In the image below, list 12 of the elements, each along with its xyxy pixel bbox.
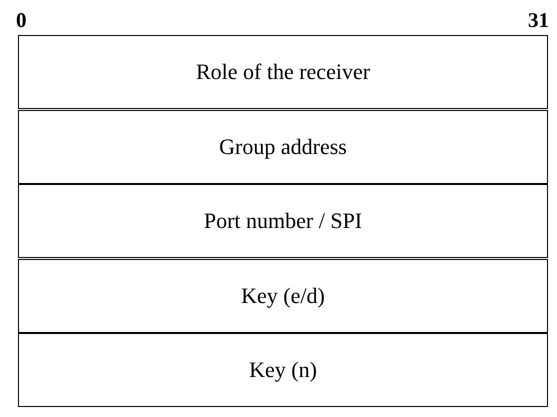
header-field-box <box>18 258 548 332</box>
field-name: Key (e/d) <box>241 282 325 308</box>
field-name: Port number / SPI <box>204 208 362 234</box>
bit-index-label: 31 <box>528 8 549 33</box>
field-name: Key (n) <box>249 357 317 383</box>
field-name: Role of the receiver <box>196 59 370 85</box>
header-field-box <box>18 35 548 109</box>
field-name: Group address <box>219 134 347 160</box>
header-field-box <box>18 333 548 407</box>
header-field-box <box>18 184 548 258</box>
header-field-box <box>18 110 548 184</box>
bit-index-label: 0 <box>16 8 26 33</box>
